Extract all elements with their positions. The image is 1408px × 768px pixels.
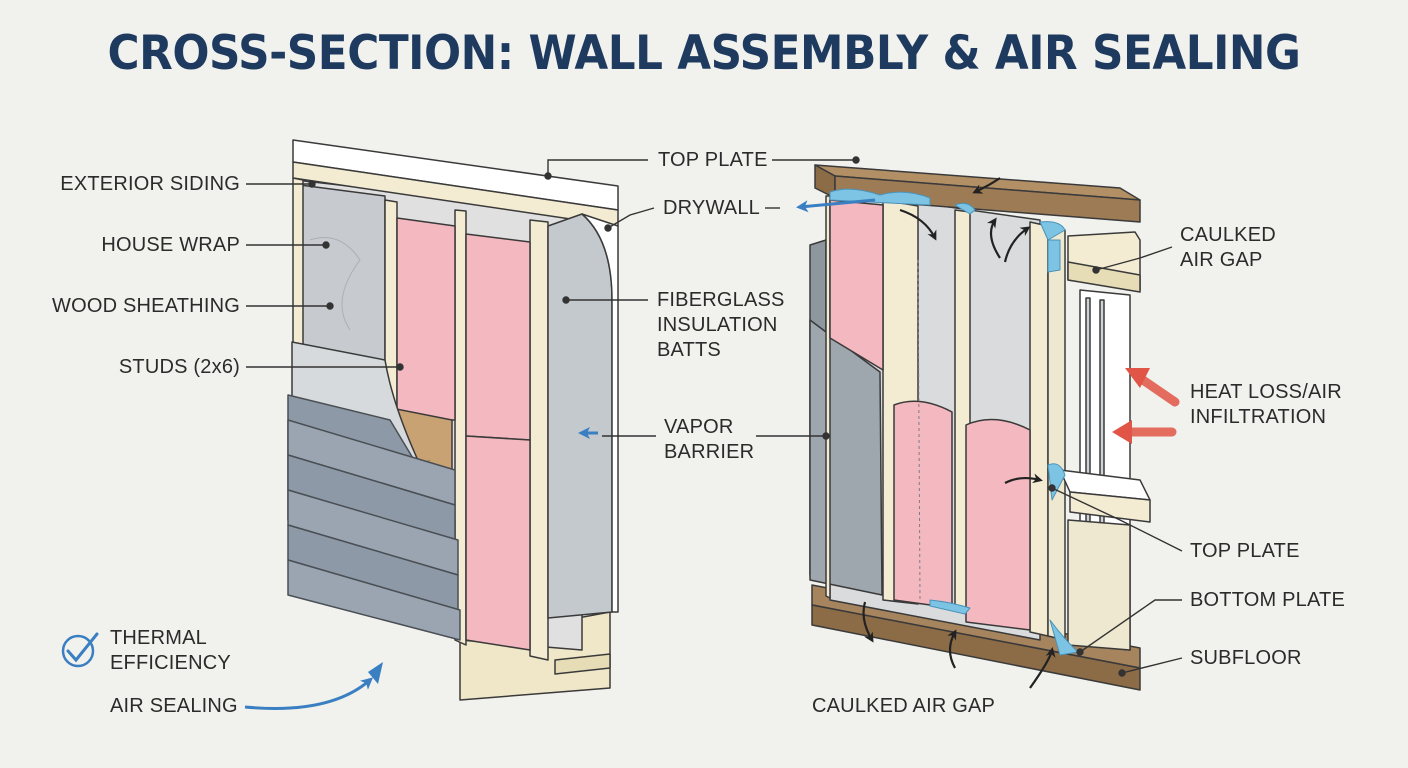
label-fiberglass: FIBERGLASS INSULATION BATTS — [657, 289, 785, 361]
insulation-r1 — [829, 199, 884, 371]
leader-lines — [246, 156, 1183, 677]
caulk-beads — [829, 188, 1079, 656]
label-thermal-efficiency: THERMAL EFFICIENCY — [110, 627, 231, 674]
check-circle-icon — [61, 632, 99, 668]
insulation-batt-3 — [465, 435, 531, 651]
label-top-plate-top: TOP PLATE — [658, 149, 768, 171]
curved-arrow-icon — [244, 662, 383, 710]
airflow-arrows — [862, 177, 1056, 689]
stud-r3 — [1029, 221, 1049, 637]
label-top-plate-right: TOP PLATE — [1190, 540, 1300, 562]
label-drywall: DRYWALL — [663, 197, 760, 219]
label-caulked-air-gap-bottom: CAULKED AIR GAP — [812, 695, 996, 717]
label-wood-sheathing: WOOD SHEATHING — [52, 295, 240, 317]
label-vapor-barrier: VAPOR BARRIER — [664, 416, 755, 463]
insulation-batt-2 — [465, 233, 531, 441]
insulation-batt-1 — [396, 217, 456, 421]
label-subfloor: SUBFLOOR — [1190, 647, 1302, 669]
insulation-r3 — [965, 418, 1031, 631]
label-heat-loss: HEAT LOSS/AIR INFILTRATION — [1190, 381, 1342, 428]
page-title: CROSS-SECTION: WALL ASSEMBLY & AIR SEALI… — [107, 26, 1301, 81]
label-bottom-plate: BOTTOM PLATE — [1190, 589, 1346, 611]
left-wall-assembly — [287, 139, 619, 701]
label-studs: STUDS (2x6) — [118, 356, 240, 378]
insulation-r2 — [893, 400, 953, 609]
label-house-wrap: HOUSE WRAP — [101, 234, 240, 256]
drywall-arrow-icon — [796, 198, 876, 213]
right-wall-assembly — [809, 164, 1151, 691]
label-caulked-air-gap-right: CAULKED AIR GAP — [1180, 224, 1276, 271]
label-air-sealing: AIR SEALING — [110, 695, 238, 717]
label-exterior-siding: EXTERIOR SIDING — [60, 173, 240, 195]
vapor-barrier-left — [547, 213, 613, 619]
heat-loss-arrow-icon — [1112, 368, 1180, 444]
stud-3 — [529, 219, 549, 661]
